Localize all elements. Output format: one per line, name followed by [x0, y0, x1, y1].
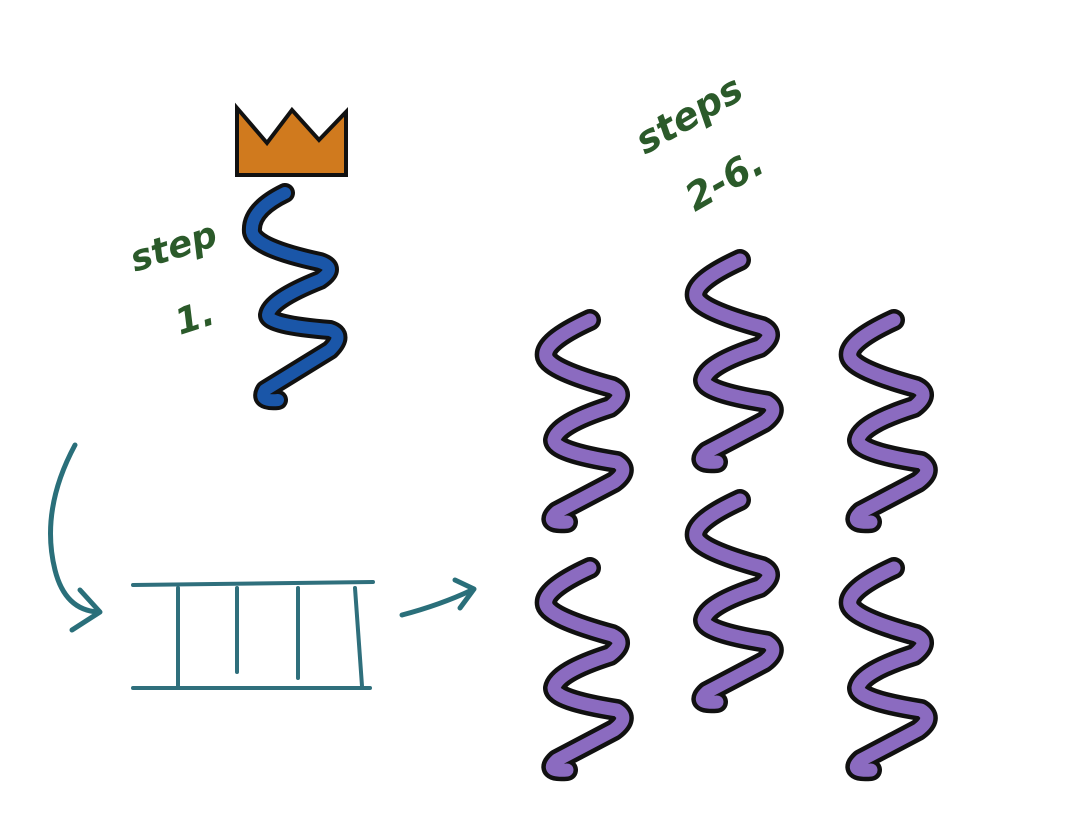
curved-arrow-icon: [48, 442, 103, 633]
copy-strand-6: [850, 568, 927, 770]
steps-2-6-label: steps 2-6.: [628, 67, 772, 220]
copy-strand-1: [546, 320, 623, 522]
step-1-word: step: [125, 214, 222, 280]
ladder-template: [131, 580, 375, 690]
copy-strand-2: [696, 260, 773, 462]
initial-strand: [241, 183, 348, 411]
right-arrow-icon: [399, 577, 477, 618]
step-1-number: 1.: [170, 293, 220, 344]
crown-icon: [235, 102, 348, 177]
copy-strand-3: [850, 320, 927, 522]
step-1-label: step 1.: [125, 214, 222, 343]
steps-range: 2-6.: [678, 140, 772, 220]
copy-strand-4: [546, 568, 623, 770]
copy-strand-5: [696, 500, 773, 702]
steps-word: steps: [628, 67, 751, 163]
